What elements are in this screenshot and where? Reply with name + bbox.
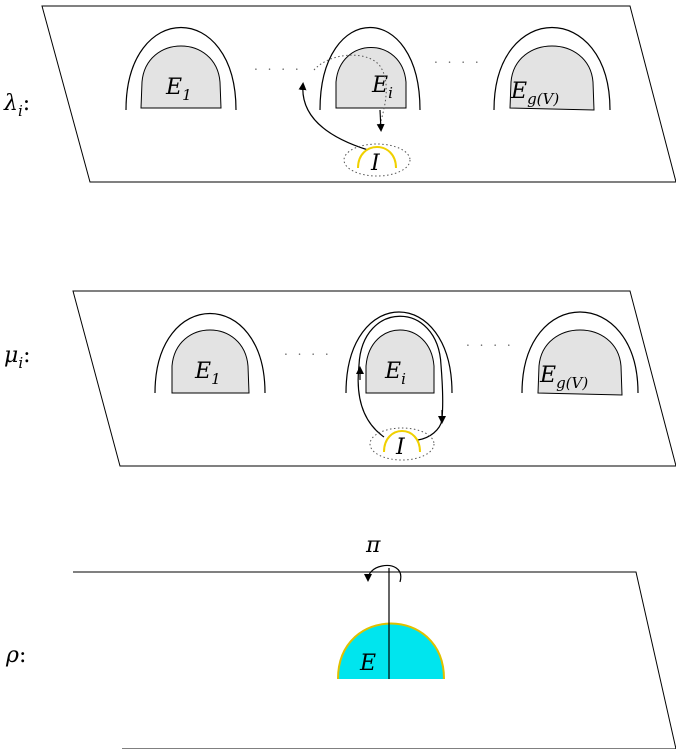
rotation-label: π <box>365 533 381 558</box>
disk-ei-label: Ei <box>384 359 406 388</box>
arch-ei-outer <box>345 311 453 394</box>
disk-ei <box>335 47 407 109</box>
arch-e1 <box>125 27 237 111</box>
arch-eg <box>493 27 611 111</box>
interval-label: I <box>370 151 381 176</box>
dots-left: . . . . <box>284 344 332 358</box>
disk-e1 <box>171 329 250 394</box>
interval-arc <box>383 430 421 453</box>
interval-arc <box>357 146 397 169</box>
disk-eg <box>509 45 595 111</box>
dotted-loop <box>313 54 387 129</box>
half-disk-label: E <box>359 651 376 676</box>
panel-lambda: λi: E1 Ei Eg(V) . . . . . . . . I <box>3 5 676 183</box>
loop-around-ei <box>357 315 444 438</box>
panel-lambda-label: λi: <box>3 91 30 120</box>
solid-curve <box>298 82 369 151</box>
interval-label: I <box>395 435 406 460</box>
disk-e1-label: E1 <box>194 359 221 388</box>
plane-rho <box>73 571 676 749</box>
half-disk-edge <box>337 622 445 680</box>
disk-ei-label: Ei <box>371 73 393 102</box>
half-disk <box>338 623 444 679</box>
disk-e1 <box>140 45 222 109</box>
rotation-arrow <box>364 564 402 583</box>
disk-eg <box>537 329 623 396</box>
arch-eg <box>521 311 639 394</box>
disk-eg-label: Eg(V) <box>539 363 588 392</box>
loop-tail-right <box>417 419 443 441</box>
panel-mu-label: μi: <box>4 343 31 372</box>
panel-rho: ρ: π E <box>5 533 676 749</box>
arch-e1 <box>154 312 266 394</box>
panel-rho-label: ρ: <box>5 643 26 668</box>
arch-ei <box>319 26 421 111</box>
interval-halo <box>369 427 435 461</box>
disk-e1-label: E1 <box>165 75 192 104</box>
plane-mu <box>72 290 676 467</box>
disk-ei <box>365 329 435 394</box>
dots-right: . . . . <box>434 52 482 66</box>
dots-left: . . . . <box>254 59 302 73</box>
panel-mu: μi: E1 Ei Eg(V) . . . . . . . . I <box>4 290 676 467</box>
dots-right: . . . . <box>466 335 514 349</box>
interval-halo <box>343 143 411 177</box>
plane-lambda <box>41 5 676 183</box>
down-arrow <box>376 109 385 132</box>
disk-eg-label: Eg(V) <box>510 79 559 108</box>
